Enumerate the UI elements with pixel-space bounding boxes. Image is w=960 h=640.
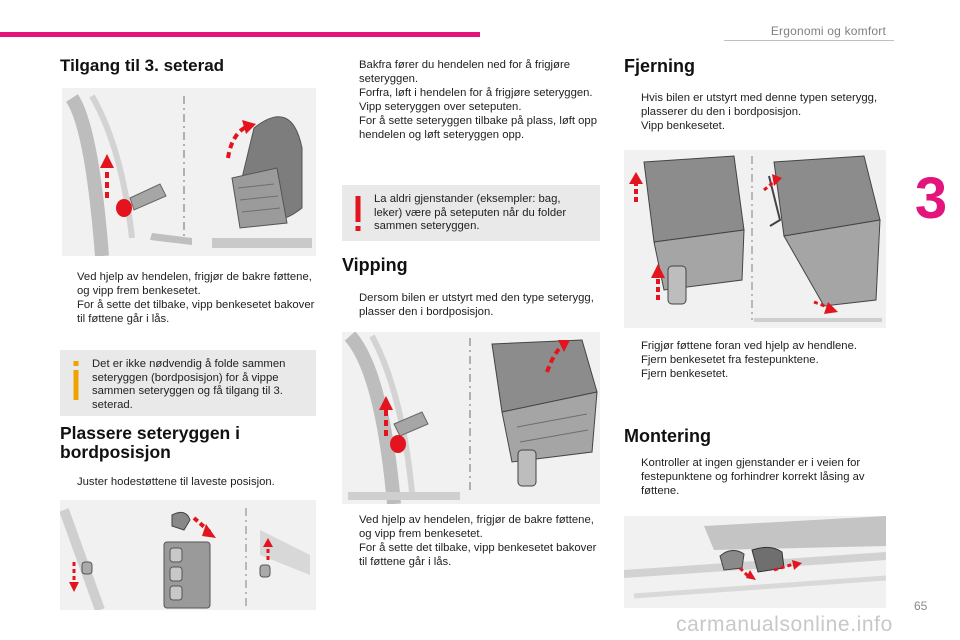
illustration-seat-mounting <box>624 516 886 608</box>
heading-removal: Fjerning <box>624 56 695 76</box>
chapter-number: 3 <box>914 166 948 231</box>
illustration-headrest-table <box>60 500 316 610</box>
bullet-list: Ved hjelp av hendelen, frigjør de bakre … <box>60 270 316 326</box>
header-divider <box>724 40 894 41</box>
accent-bar <box>0 32 480 37</box>
list-item: Juster hodestøttene til laveste posisjon… <box>77 476 275 488</box>
list-item: Vipp benkesetet. <box>641 120 725 132</box>
heading-table-position: Plassere seteryggen i bordposisjon <box>60 423 240 462</box>
list-item: Bakfra fører du hendelen ned for å frigj… <box>359 59 570 85</box>
page-number: 65 <box>914 599 928 613</box>
list-item: For å sette det tilbake, vipp benkesetet… <box>359 542 597 568</box>
heading-mounting: Montering <box>624 426 711 446</box>
watermark: carmanualsonline.info <box>676 613 893 636</box>
list-item: Fjern benkesetet fra festepunktene. <box>641 354 819 366</box>
bullet-list: Dersom bilen er utstyrt med den type set… <box>342 291 600 319</box>
list-item: Vipp seteryggen over seteputen. <box>359 101 522 113</box>
list-item: Ved hjelp av hendelen, frigjør de bakre … <box>77 271 312 297</box>
heading-access-third-row: Tilgang til 3. seterad <box>60 56 225 75</box>
bullet-list: Bakfra fører du hendelen ned for å frigj… <box>342 58 600 142</box>
list-item: Hvis bilen er utstyrt med denne typen se… <box>641 92 878 118</box>
bullet-list: Kontroller at ingen gjenstander er i vei… <box>624 456 886 498</box>
list-item: For å sette det tilbake, vipp benkesetet… <box>77 299 315 325</box>
list-item: Fjern benkesetet. <box>641 368 729 380</box>
illustration-tipping-seat <box>342 332 600 504</box>
list-item: Frigjør føttene foran ved hjelp av hendl… <box>641 340 858 352</box>
bullet-list: Ved hjelp av hendelen, frigjør de bakre … <box>342 513 600 569</box>
bullet-list: Hvis bilen er utstyrt med denne typen se… <box>624 91 886 133</box>
list-item: Dersom bilen er utstyrt med den type set… <box>359 292 594 318</box>
bullet-list: Juster hodestøttene til laveste posisjon… <box>60 475 316 489</box>
warning-note: La aldri gjenstander (eksempler: bag, le… <box>342 185 600 241</box>
heading-tipping: Vipping <box>342 255 408 275</box>
list-item: Kontroller at ingen gjenstander er i vei… <box>641 457 865 497</box>
list-item: For å sette seteryggen tilbake på plass,… <box>359 115 597 141</box>
list-item: Ved hjelp av hendelen, frigjør de bakre … <box>359 514 594 540</box>
illustration-seat-removal <box>624 150 886 328</box>
info-note: Det er ikke nødvendig å folde sammen set… <box>60 350 316 416</box>
illustration-seat-tilt-forward <box>62 88 316 256</box>
warning-icon <box>355 196 361 231</box>
info-icon <box>73 361 79 400</box>
section-title: Ergonomi og komfort <box>770 24 886 38</box>
list-item: Forfra, løft i hendelen for å frigjøre s… <box>359 87 593 99</box>
bullet-list: Frigjør føttene foran ved hjelp av hendl… <box>624 339 886 381</box>
